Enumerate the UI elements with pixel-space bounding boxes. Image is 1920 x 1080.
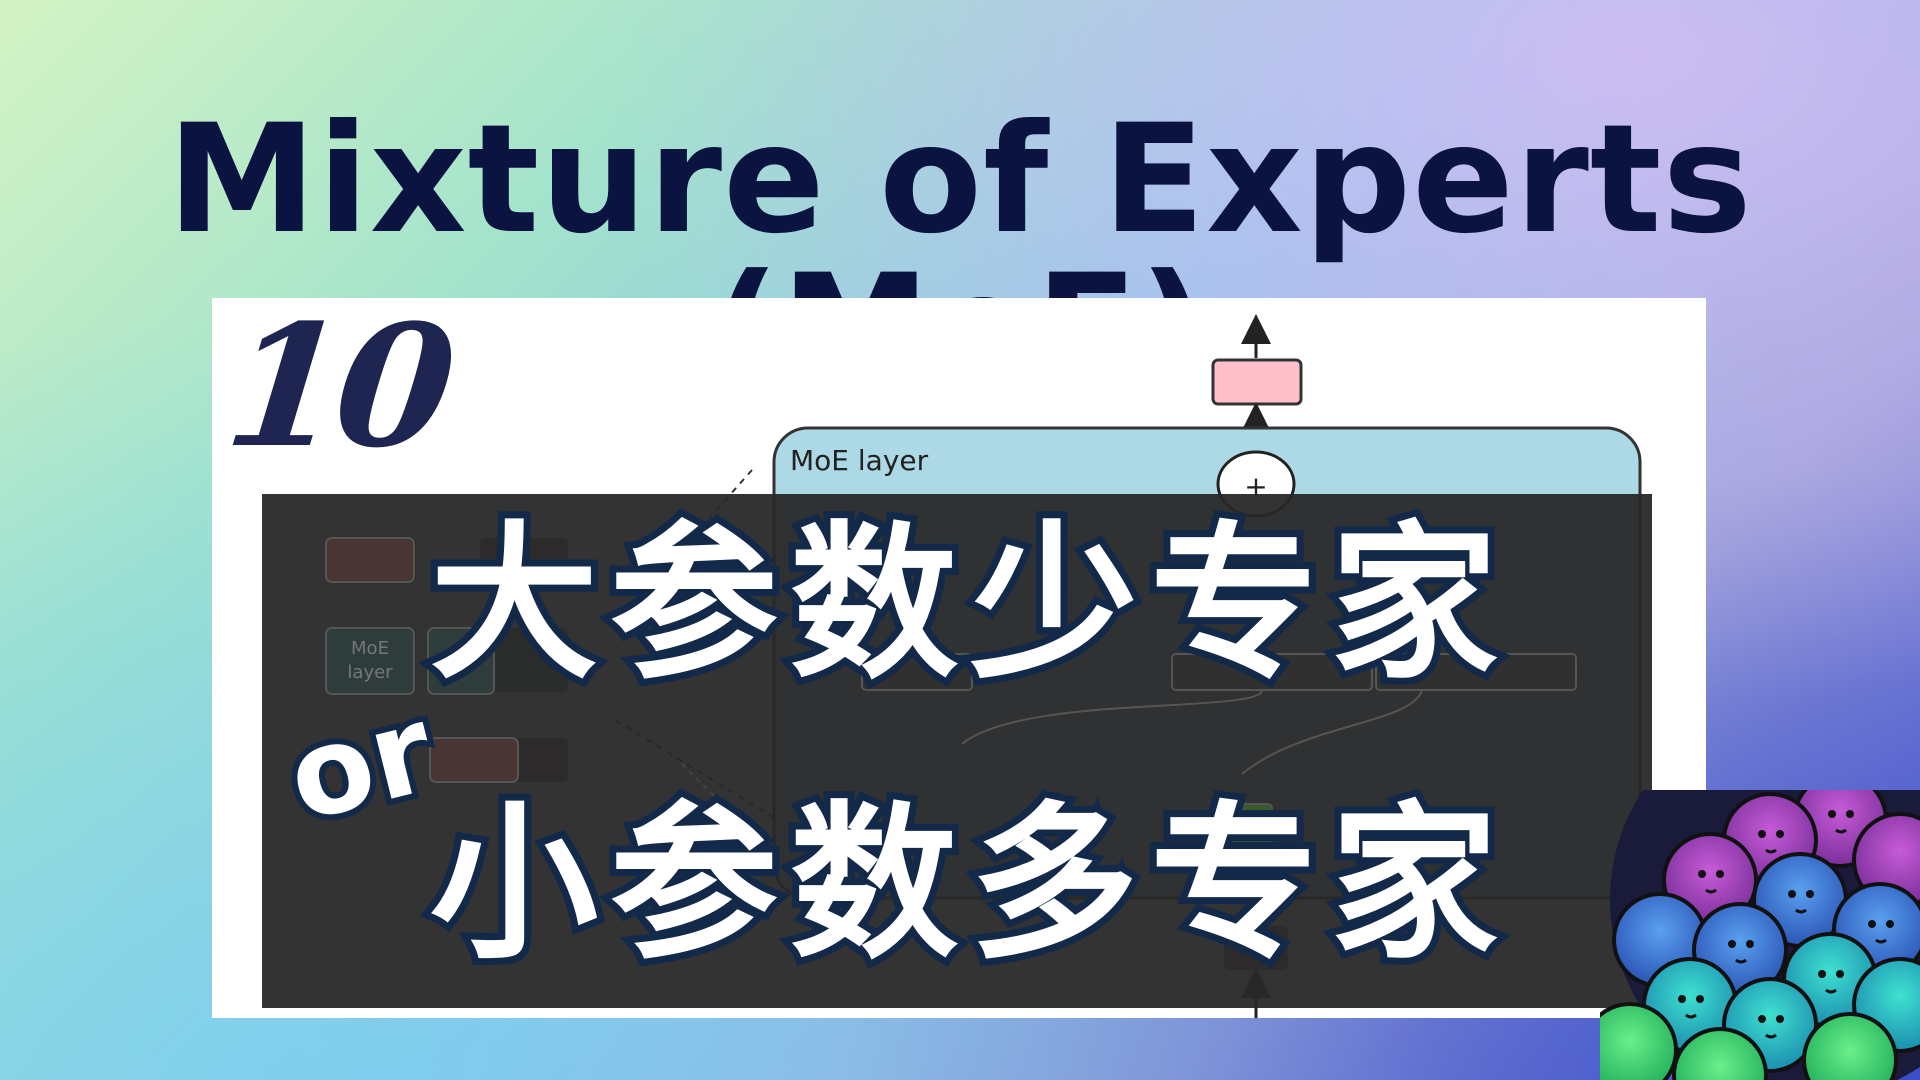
headline-connector: or xyxy=(269,674,452,855)
ghost-route-line xyxy=(961,689,1263,745)
ghost-dotted-line xyxy=(681,763,733,815)
ghost-block xyxy=(325,537,415,583)
dark-overlay: MoE layer xyxy=(262,494,1652,1008)
moe-layer-label: MoE layer xyxy=(790,444,929,477)
episode-number: 10 xyxy=(217,287,457,485)
headline-line-1: 大参数少专家 xyxy=(423,506,1510,702)
ghost-moe-label: MoE xyxy=(351,638,389,659)
ghost-moe-block xyxy=(325,627,415,695)
output-box xyxy=(1211,358,1303,406)
ghost-expert-box xyxy=(1375,653,1577,691)
ghost-moe-block xyxy=(427,627,495,695)
overlay-diagram-ghost: MoE layer xyxy=(325,537,1577,869)
ghost-block xyxy=(429,737,519,783)
ghost-route-line xyxy=(1241,689,1423,775)
mascot-blob-cluster-icon xyxy=(1600,790,1920,1080)
ghost-gating-box xyxy=(1211,803,1273,869)
ghost-expert-box xyxy=(1171,653,1373,691)
headline-line-2: 小参数多专家 xyxy=(423,786,1510,982)
ghost-layer-label: layer xyxy=(347,662,393,683)
ghost-expert-box xyxy=(861,653,973,691)
